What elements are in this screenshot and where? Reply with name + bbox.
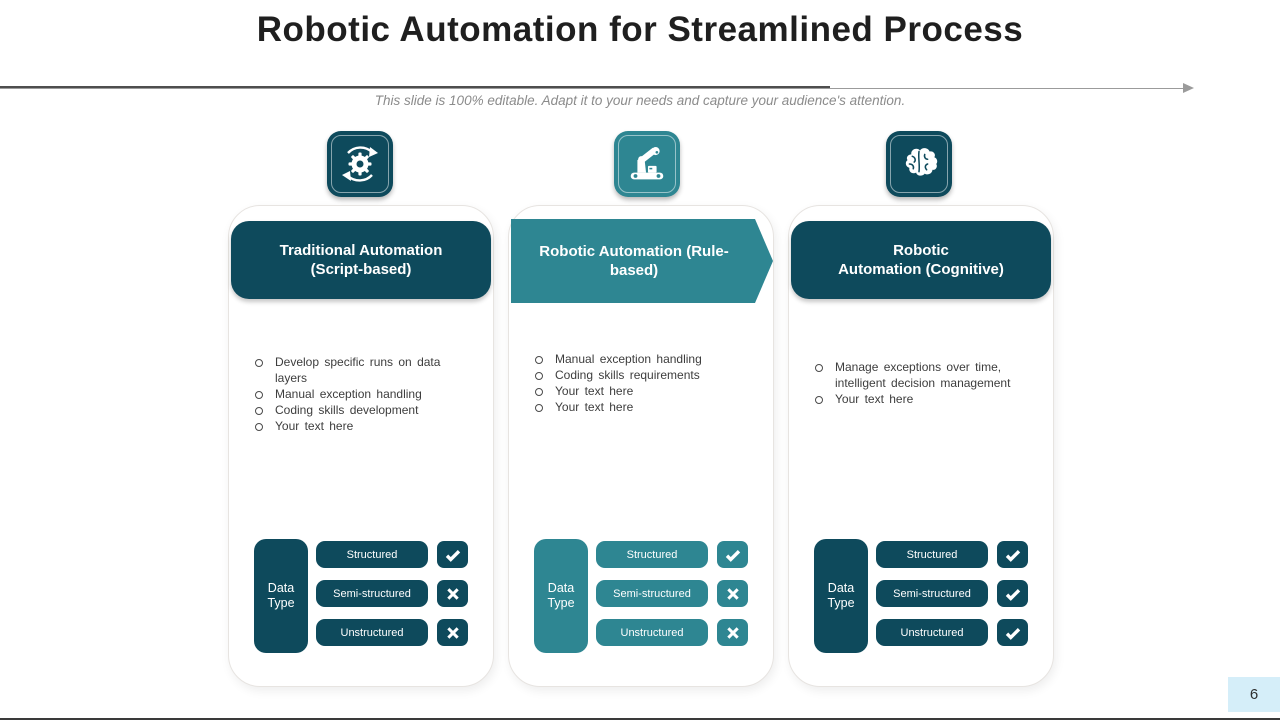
column-header: Robotic Automation (Rule- based) [511,219,773,303]
list-item: Develop specific runs on data layers [253,354,471,386]
data-type-semi-structured: Semi-structured [596,580,708,607]
list-item: Manual exception handling [253,386,471,402]
data-type-unstructured: Unstructured [876,619,988,646]
bullet-icon [255,407,263,415]
check-icon [997,619,1028,646]
divider-line-dark [0,86,830,88]
list-item: Your text here [533,399,751,415]
arrow-right-icon [1183,83,1194,93]
column-header: Robotic Automation (Cognitive) [791,221,1051,299]
data-type-unstructured: Unstructured [316,619,428,646]
page-number: 6 [1249,686,1259,703]
data-type-label: Data Type [254,539,308,653]
data-type-label: Data Type [534,539,588,653]
check-icon [717,541,748,568]
check-icon [997,541,1028,568]
cross-icon [717,619,748,646]
data-type-semi-structured: Semi-structured [876,580,988,607]
list-item: Manage exceptions over time, intelligent… [813,359,1031,391]
bullet-list: Manage exceptions over time, intelligent… [813,359,1031,407]
data-type-structured: Structured [876,541,988,568]
bullet-icon [535,404,543,412]
card-traditional-automation: Traditional Automation (Script-based) De… [228,205,494,687]
bullet-list: Develop specific runs on data layers Man… [253,354,471,434]
cross-icon [437,580,468,607]
list-item: Coding skills requirements [533,367,751,383]
bullet-icon [535,372,543,380]
check-icon [997,580,1028,607]
data-type-label: Data Type [814,539,868,653]
check-icon [437,541,468,568]
cross-icon [717,580,748,607]
page-number-badge: 6 [1228,677,1280,712]
divider-line [0,88,1183,89]
editable-note: This slide is 100% editable. Adapt it to… [374,93,906,108]
bullet-icon [535,356,543,364]
list-item: Your text here [533,383,751,399]
data-type-unstructured: Unstructured [596,619,708,646]
list-item: Coding skills development [253,402,471,418]
brain-icon [886,131,952,197]
bullet-icon [815,396,823,404]
data-type-structured: Structured [596,541,708,568]
data-type-semi-structured: Semi-structured [316,580,428,607]
bullet-list: Manual exception handling Coding skills … [533,351,751,415]
gear-sync-icon [327,131,393,197]
column-header: Traditional Automation (Script-based) [231,221,491,299]
robotic-arm-icon [614,131,680,197]
bullet-icon [255,423,263,431]
card-robotic-rule-based: Robotic Automation (Rule- based) Manual … [508,205,774,687]
list-item: Your text here [813,391,1031,407]
bullet-icon [255,391,263,399]
card-robotic-cognitive: Robotic Automation (Cognitive) Manage ex… [788,205,1054,687]
bullet-icon [815,364,823,372]
bullet-icon [255,359,263,367]
page-title: Robotic Automation for Streamlined Proce… [256,10,1024,49]
data-type-structured: Structured [316,541,428,568]
cross-icon [437,619,468,646]
bullet-icon [535,388,543,396]
list-item: Manual exception handling [533,351,751,367]
list-item: Your text here [253,418,471,434]
